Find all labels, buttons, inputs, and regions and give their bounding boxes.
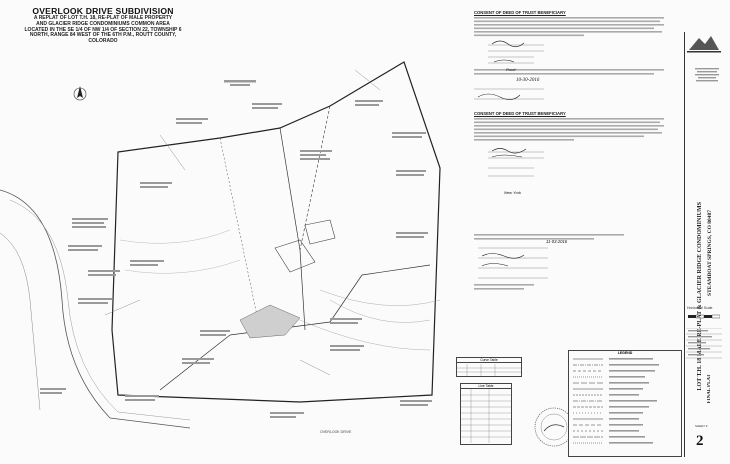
subtitle-line: NORTH, RANGE 84 WEST OF THE 6TH P.M., RO… xyxy=(29,32,177,39)
signed-date-2: 11-03-2016 xyxy=(546,239,568,244)
leader-line xyxy=(159,134,186,171)
state-2: New York xyxy=(504,190,522,195)
curve-table-rows xyxy=(457,364,521,376)
contour xyxy=(319,289,441,306)
lot-line xyxy=(219,137,261,331)
notary-lines-1 xyxy=(474,88,544,100)
building-footprint xyxy=(274,239,316,273)
company-logo xyxy=(687,36,721,53)
notary-block-lower xyxy=(474,234,624,290)
document-title: OVERLOOK DRIVE SUBDIVISION xyxy=(32,6,174,16)
curve-table-title: Curve Table xyxy=(457,358,521,363)
road-curve xyxy=(0,189,191,429)
parcel-boundary xyxy=(111,61,441,403)
document-subtitle: A REPLAT OF LOT T.H. 18, RE-PLAT OF MALE… xyxy=(22,15,184,45)
lot-line xyxy=(299,105,331,251)
subtitle-line: A REPLAT OF LOT T.H. 18, RE-PLAT OF MALE… xyxy=(33,15,173,21)
subtitle-line: LOCATED IN THE SE 1/4 OF NW 1/4 OF SECTI… xyxy=(24,26,182,33)
leader-line xyxy=(299,359,331,376)
signature-lines-1 xyxy=(474,40,664,75)
project-name: LOT T.H. 18 MALE RE-PLAT & GLACIER RIDGE… xyxy=(697,202,703,391)
contour xyxy=(329,299,431,323)
signature-lines-2 xyxy=(488,148,544,177)
north-arrow-icon xyxy=(73,86,87,101)
subtitle-line: COLORADO xyxy=(88,38,118,45)
notary-county: Routt xyxy=(506,67,516,72)
scale-bar xyxy=(688,314,720,319)
annotation-blocks xyxy=(40,80,432,418)
shaded-easement xyxy=(239,304,301,339)
leader-line xyxy=(104,299,141,316)
company-address xyxy=(695,68,719,82)
building-footprint xyxy=(304,219,336,245)
horizontal-scale-label: Horizontal Scale xyxy=(687,306,713,310)
consents-column: CONSENT OF DEED OF TRUST BENEFICIARY 10-… xyxy=(474,10,670,230)
road-curve-inner xyxy=(9,199,191,421)
sheet-number: 2 xyxy=(696,433,704,449)
sheet-label: SHEET # xyxy=(695,424,708,428)
legend-entries xyxy=(573,358,659,444)
contour xyxy=(124,259,241,274)
title-block: LOT T.H. 18 MALE RE-PLAT & GLACIER RIDGE… xyxy=(684,32,723,457)
sheet-title: FINAL PLAT xyxy=(707,374,712,404)
consent-heading-2: CONSENT OF DEED OF TRUST BENEFICIARY xyxy=(474,111,566,116)
subtitle-line: AND GLACIER RIDGE CONDOMINIUMS COMMON AR… xyxy=(36,20,170,27)
curve-table: Curve Table xyxy=(456,357,522,377)
line-table-title: Line Table xyxy=(461,384,511,389)
revision-block xyxy=(686,328,722,359)
leader-line xyxy=(354,69,381,91)
line-table: Line Table xyxy=(460,383,512,445)
line-table-rows xyxy=(461,389,511,443)
road-label: OVERLOOK DRIVE xyxy=(320,430,352,434)
plat-drawing: OVERLOOK DRIVE xyxy=(0,61,441,434)
consent-text-2 xyxy=(474,118,664,141)
legend-heading: LEGEND xyxy=(617,351,633,355)
road-edge xyxy=(0,232,41,411)
consent-heading-1: CONSENT OF DEED OF TRUST BENEFICIARY xyxy=(474,10,566,15)
consent-text-1 xyxy=(474,17,664,37)
project-location: STEAMBOAT SPRINGS, CO 80487 xyxy=(707,210,713,296)
signed-date-1: 10-30-2016 xyxy=(516,78,540,83)
legend: LEGEND xyxy=(568,350,682,457)
contour xyxy=(119,229,231,244)
contour xyxy=(299,319,431,351)
